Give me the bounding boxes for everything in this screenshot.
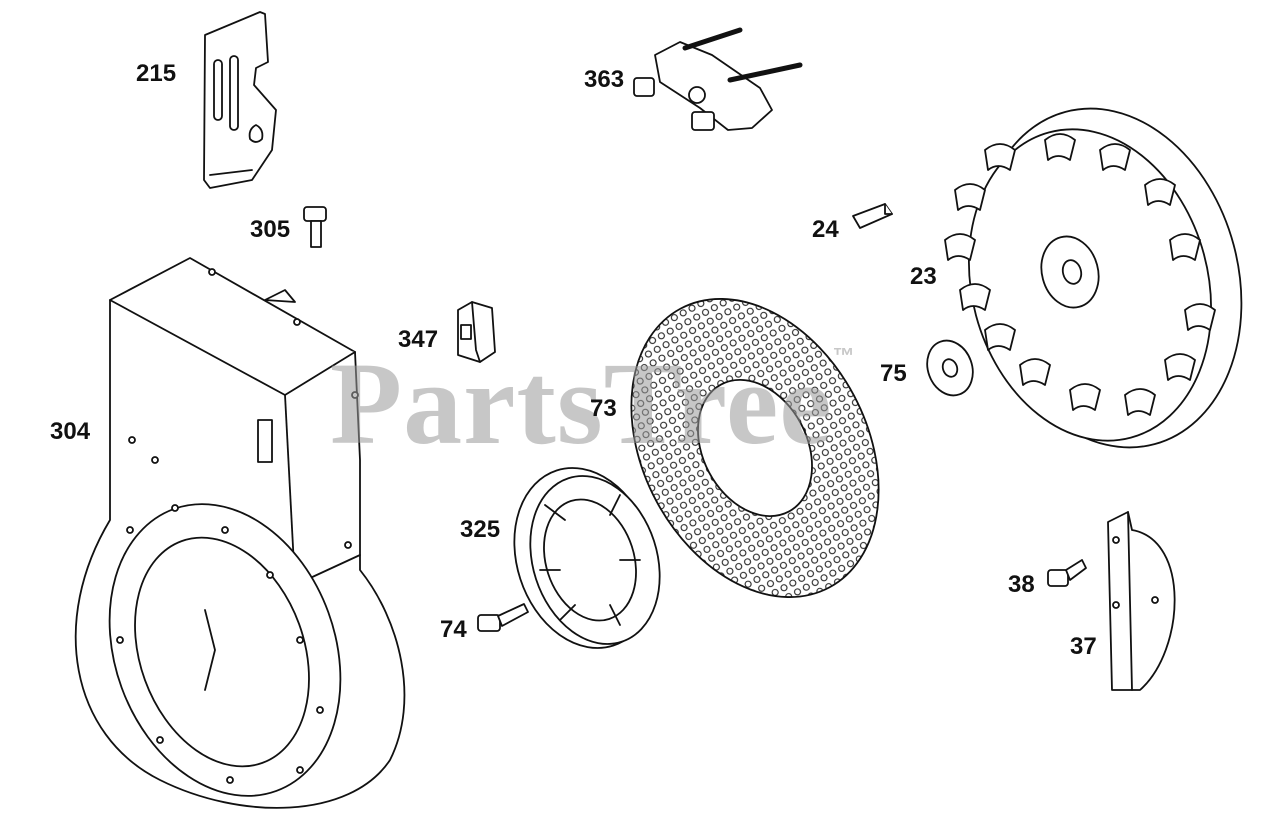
part-75-washer (926, 339, 974, 397)
part-304-blower-housing (74, 257, 406, 809)
callout-73[interactable]: 73 (590, 395, 617, 422)
part-325-pulley (513, 467, 661, 649)
callout-304[interactable]: 304 (50, 418, 91, 445)
part-73-screen (630, 298, 880, 598)
watermark: PartsTree™ (330, 345, 856, 463)
callout-24[interactable]: 24 (812, 216, 839, 243)
callout-347[interactable]: 347 (398, 326, 439, 353)
watermark-text: PartsTree (330, 338, 833, 469)
part-23-flywheel (944, 107, 1243, 449)
part-38-bolt (1047, 559, 1087, 587)
part-215-bracket (203, 11, 277, 189)
part-37-baffle (1107, 511, 1176, 691)
callout-305[interactable]: 305 (250, 216, 291, 243)
part-305-bolt (303, 206, 327, 248)
callout-37[interactable]: 37 (1070, 633, 1097, 660)
callout-38[interactable]: 38 (1008, 571, 1035, 598)
callout-215[interactable]: 215 (136, 60, 177, 87)
part-74-bolt (477, 603, 529, 632)
callout-363[interactable]: 363 (584, 66, 625, 93)
callout-325[interactable]: 325 (460, 516, 501, 543)
callout-74[interactable]: 74 (440, 616, 467, 643)
part-24-key (852, 203, 893, 229)
watermark-trademark: ™ (832, 343, 856, 368)
part-363-puller (633, 27, 803, 131)
callout-75[interactable]: 75 (880, 360, 907, 387)
part-347-switch (457, 301, 496, 363)
callout-23[interactable]: 23 (910, 263, 937, 290)
